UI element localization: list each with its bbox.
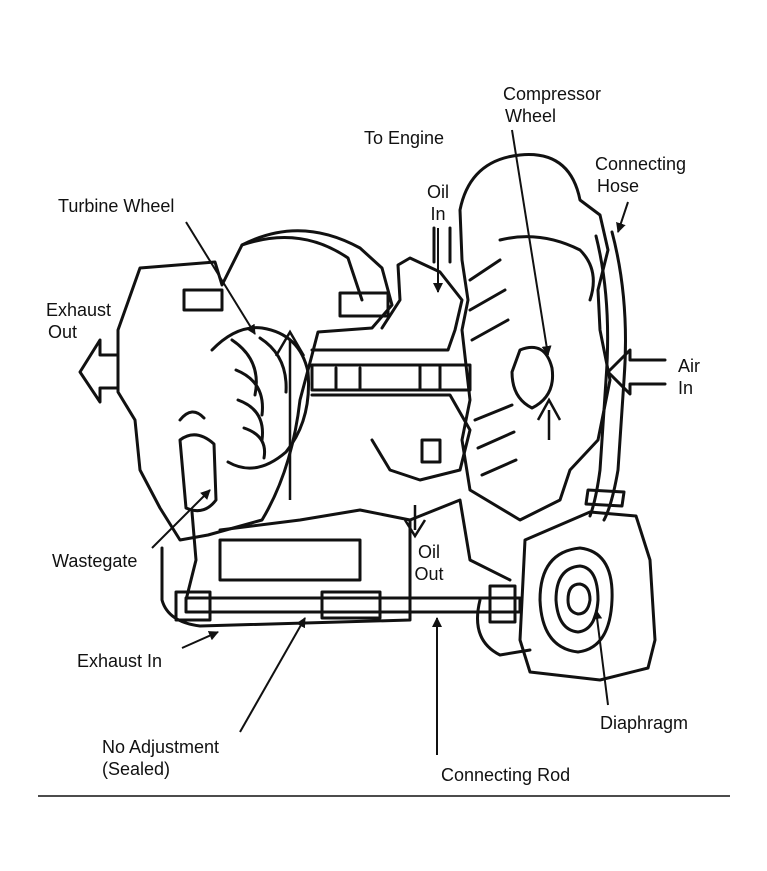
label-compressor-wheel: Compressor Wheel (503, 84, 602, 126)
leader-no-adjustment (239, 617, 306, 733)
label-no-adjustment: No Adjustment (Sealed) (102, 737, 220, 779)
label-connecting-hose: Connecting Hose (595, 154, 687, 196)
leader-compressor-wheel (511, 129, 552, 356)
wastegate-valve (178, 433, 218, 513)
exhaust-out-arrow (78, 338, 120, 404)
leader-wastegate (151, 489, 211, 549)
label-oil-in: Oil In (427, 182, 449, 224)
turbine-blades (230, 336, 288, 460)
diaphragm-rings (538, 546, 614, 654)
compressor-blades (468, 258, 518, 477)
label-oil-out: Oil Out (414, 542, 444, 584)
label-exhaust-out: Exhaust Out (46, 300, 112, 342)
connecting-rod (184, 596, 522, 614)
label-wastegate: Wastegate (52, 551, 138, 571)
air-in-arrow (606, 348, 667, 396)
label-exhaust-in: Exhaust In (77, 651, 163, 671)
label-diaphragm: Diaphragm (600, 713, 689, 733)
label-connecting-rod: Connecting Rod (441, 765, 571, 785)
actuator-can (518, 510, 657, 682)
leader-diaphragm (592, 609, 609, 706)
label-to-engine: To Engine (364, 128, 445, 148)
lower-frame (160, 508, 412, 628)
leader-exhaust-in (181, 631, 219, 649)
turbine-scroll (240, 235, 364, 302)
compressor-housing (458, 153, 612, 522)
label-air-in: Air In (678, 356, 700, 398)
leader-turbine-wheel (185, 221, 256, 335)
leader-connecting-hose (616, 201, 629, 233)
label-turbine-wheel: Turbine Wheel (58, 196, 175, 216)
center-housing (310, 256, 464, 352)
